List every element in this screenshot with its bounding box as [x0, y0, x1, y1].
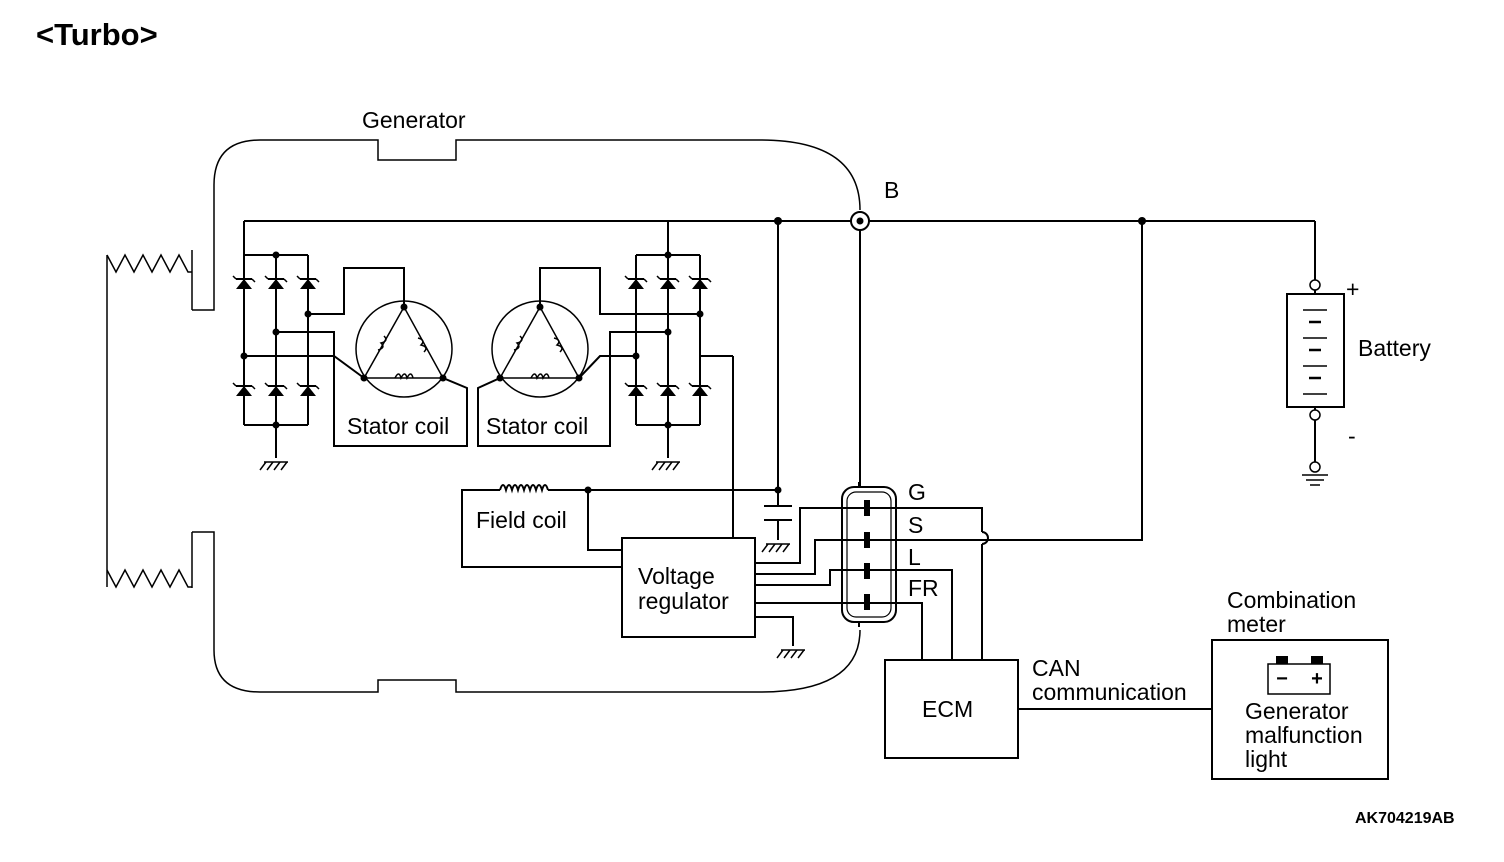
battery-minus-label: -: [1348, 423, 1356, 449]
b-terminal-bus: [244, 211, 1316, 285]
field-coil-label: Field coil: [476, 507, 567, 533]
stator-coil-left-label: Stator coil: [347, 413, 450, 439]
rotor-winding: [106, 253, 192, 589]
terminal-b-label: B: [884, 177, 900, 203]
field-coil-circuit: [461, 221, 792, 568]
can-label-line2: communication: [1032, 679, 1187, 705]
battery-warning-icon: − +: [1267, 656, 1331, 695]
combination-meter: [1211, 639, 1389, 780]
right-rectifier-bridge: [624, 221, 712, 471]
generator-label: Generator: [362, 107, 466, 133]
regulator-ground: [755, 616, 806, 659]
diagram-title: <Turbo>: [36, 17, 158, 52]
ecm-module: [884, 659, 1019, 759]
battery-icon-minus: −: [1276, 668, 1288, 690]
terminal-g-label: G: [908, 479, 926, 505]
battery-icon-plus: +: [1311, 668, 1323, 690]
generator-housing: [192, 139, 861, 693]
regulator-connector-wires: [755, 507, 866, 604]
ecm-label: ECM: [922, 696, 974, 722]
warning-light-label-line1: Generator: [1245, 698, 1349, 724]
figure-code: AK704219AB: [1355, 810, 1455, 827]
battery-symbol: [1286, 279, 1345, 486]
combination-meter-label-line1: Combination: [1227, 587, 1357, 613]
left-stator-coil: [244, 267, 468, 447]
warning-light-label-line2: malfunction: [1245, 722, 1363, 748]
left-rectifier-bridge: [232, 221, 320, 471]
warning-light-label-line3: light: [1245, 746, 1288, 772]
battery-plus-label: +: [1346, 276, 1360, 302]
generator-connector: [841, 482, 897, 627]
can-label-line1: CAN: [1032, 655, 1081, 681]
terminal-fr-label: FR: [908, 575, 939, 601]
voltage-regulator: [621, 537, 756, 638]
terminal-s-label: S: [908, 512, 924, 538]
ecm-signal-wires: [870, 221, 1143, 660]
right-stator-coil: [477, 267, 700, 447]
voltage-regulator-label-line1: Voltage: [638, 563, 715, 589]
field-coil: [499, 484, 549, 494]
battery-label: Battery: [1358, 335, 1431, 361]
stator-coil-right-label: Stator coil: [486, 413, 589, 439]
terminal-l-label: L: [908, 544, 921, 570]
combination-meter-label-line2: meter: [1227, 611, 1286, 637]
voltage-regulator-label-line2: regulator: [638, 588, 729, 614]
